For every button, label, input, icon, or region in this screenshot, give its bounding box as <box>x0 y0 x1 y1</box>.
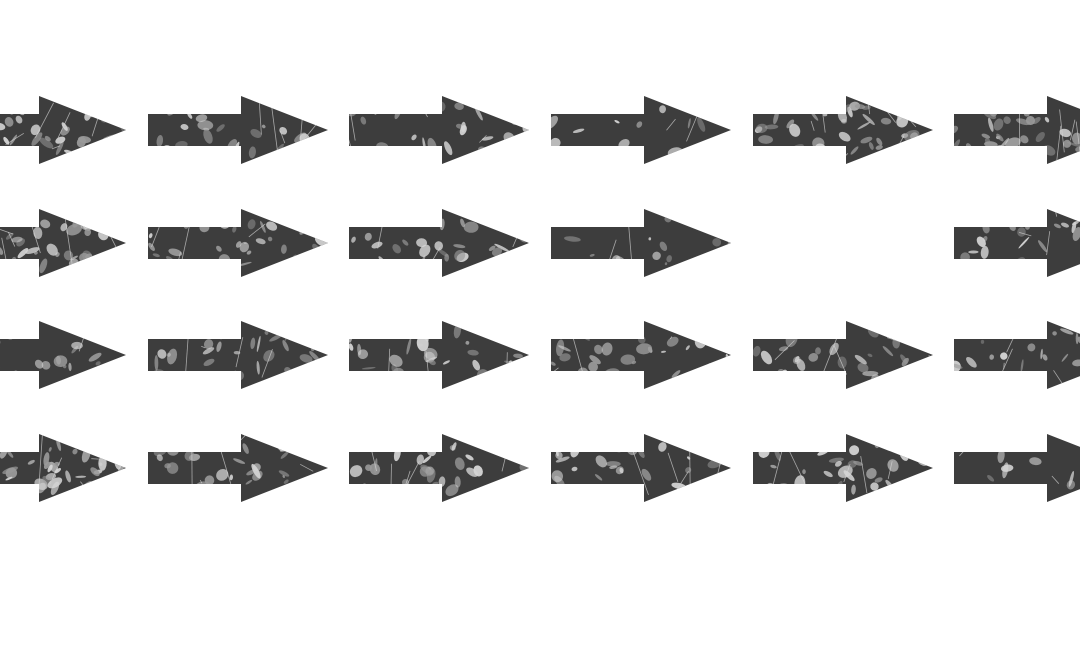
grunge-right-arrow-icon <box>148 209 328 277</box>
arrow-body <box>551 321 731 389</box>
arrow-shape <box>753 321 933 389</box>
grunge-right-arrow-icon <box>0 321 126 389</box>
arrow-shape <box>148 96 328 164</box>
arrow-shape <box>753 96 933 164</box>
grunge-right-arrow-icon <box>954 434 1080 502</box>
grunge-right-arrow-icon <box>349 321 529 389</box>
arrow-body <box>0 321 126 389</box>
arrow-shape <box>954 96 1080 164</box>
grunge-right-arrow-icon <box>349 96 529 164</box>
grunge-right-arrow-icon <box>148 96 328 164</box>
arrow-body <box>349 321 529 389</box>
arrow-body <box>954 321 1080 389</box>
arrow-body <box>551 209 731 277</box>
arrow-shape <box>954 321 1080 389</box>
arrow-shape <box>349 209 529 277</box>
arrow-shape <box>551 96 731 164</box>
arrow-shape <box>0 96 126 164</box>
arrow-shape <box>349 434 529 502</box>
arrow-body <box>551 96 731 164</box>
grunge-right-arrow-icon <box>954 96 1080 164</box>
grunge-right-arrow-icon <box>0 96 126 164</box>
arrow-shape <box>148 209 328 277</box>
grunge-right-arrow-icon <box>148 321 328 389</box>
grunge-right-arrow-icon <box>954 209 1080 277</box>
grunge-right-arrow-icon <box>349 434 529 502</box>
arrow-body <box>954 434 1080 502</box>
arrow-body <box>753 96 933 164</box>
arrow-shape <box>349 96 529 164</box>
arrow-body <box>551 434 731 502</box>
arrow-body <box>349 96 529 164</box>
grunge-right-arrow-icon <box>954 321 1080 389</box>
grunge-right-arrow-icon <box>551 96 731 164</box>
arrow-shape <box>954 209 1080 277</box>
grunge-right-arrow-icon <box>551 434 731 502</box>
grunge-right-arrow-icon <box>753 434 933 502</box>
grunge-right-arrow-icon <box>753 321 933 389</box>
grunge-right-arrow-icon <box>148 434 328 502</box>
arrow-body <box>954 209 1080 277</box>
grunge-right-arrow-icon <box>551 209 731 277</box>
arrow-shape <box>349 321 529 389</box>
arrow-shape <box>0 209 126 277</box>
arrow-body <box>0 434 126 502</box>
arrow-shape <box>148 321 328 389</box>
arrow-shape <box>551 321 731 389</box>
arrow-body <box>0 209 126 277</box>
arrow-shape <box>0 321 126 389</box>
arrow-body <box>148 321 328 389</box>
grunge-right-arrow-icon <box>349 209 529 277</box>
grunge-right-arrow-icon <box>0 209 126 277</box>
grunge-right-arrow-icon <box>0 434 126 502</box>
grunge-right-arrow-icon <box>753 96 933 164</box>
arrow-shape <box>753 434 933 502</box>
grunge-right-arrow-icon <box>551 321 731 389</box>
arrow-shape <box>0 434 126 502</box>
arrow-shape <box>148 434 328 502</box>
arrow-shape <box>551 209 731 277</box>
arrow-shape <box>954 434 1080 502</box>
arrow-body <box>349 434 529 502</box>
arrow-shape <box>551 434 731 502</box>
